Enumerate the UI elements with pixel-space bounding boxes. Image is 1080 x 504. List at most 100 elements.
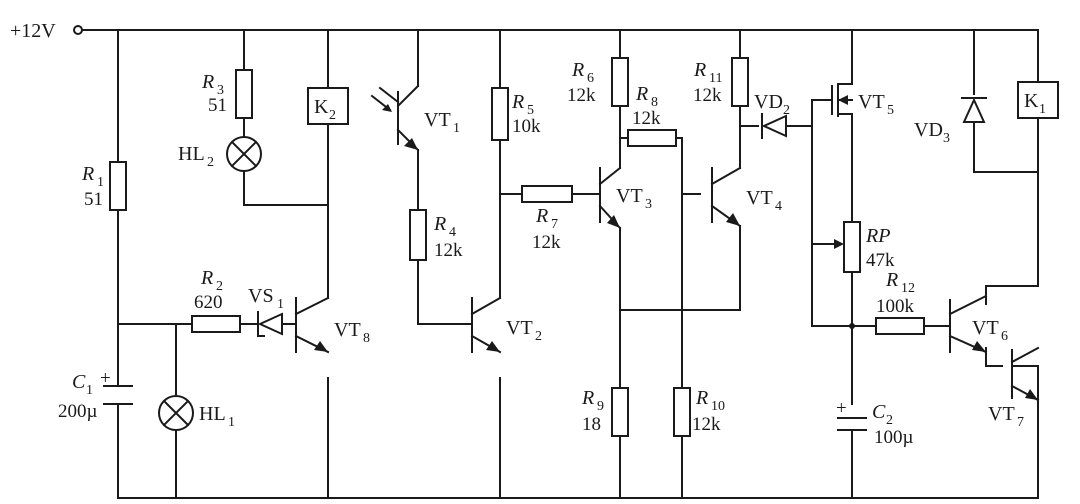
- k2-sub: 2: [329, 108, 336, 123]
- r7-ref: R: [535, 205, 548, 227]
- r10-sub: 10: [711, 399, 725, 414]
- vd2-sub: 2: [783, 103, 790, 118]
- resistor-r2: R 2 620: [191, 267, 241, 333]
- vs1-ref: VS: [248, 285, 274, 307]
- junction-dot: [849, 323, 855, 329]
- r6-value: 12k: [567, 85, 596, 106]
- r1-sub: 1: [97, 175, 104, 190]
- r2-sub: 2: [216, 279, 223, 294]
- vt3-ref: VT: [616, 185, 643, 207]
- transistor-vt6: VT 6: [948, 294, 1008, 354]
- r9-ref: R: [581, 387, 594, 409]
- zener-vs1: VS 1: [248, 285, 284, 337]
- r10-value: 12k: [692, 414, 721, 435]
- k1-ref: K: [1024, 90, 1039, 112]
- transistor-vt3: VT 3: [598, 166, 652, 230]
- transistor-vt8: VT 8: [294, 296, 370, 354]
- resistor-r7: R 7 12k: [521, 185, 573, 253]
- r8-value: 12k: [632, 108, 661, 129]
- resistor-r8: R 8 12k: [627, 83, 677, 147]
- resistor-r10: R 10 12k: [673, 387, 725, 437]
- hl1-ref: HL: [199, 403, 226, 425]
- vd3-ref: VD: [914, 119, 943, 141]
- vs1-sub: 1: [277, 297, 284, 312]
- r3-value: 51: [208, 95, 227, 116]
- resistor-r12: R 12 100k: [875, 269, 925, 335]
- vt1-ref: VT: [424, 109, 451, 131]
- r6-ref: R: [571, 59, 584, 81]
- resistor-r6: R 6 12k: [567, 57, 629, 107]
- vd2-ref: VD: [754, 91, 783, 113]
- vt5-sub: 5: [887, 103, 894, 118]
- capacitor-c1: C 1 + 200µ: [58, 368, 133, 422]
- vt7-sub: 7: [1017, 415, 1024, 430]
- r8-sub: 8: [651, 95, 658, 110]
- transistor-vt4: VT 4: [710, 166, 782, 228]
- vt2-sub: 2: [535, 329, 542, 344]
- resistor-r1: R 1 51: [81, 161, 127, 211]
- vt2-ref: VT: [506, 317, 533, 339]
- potentiometer-rp: RP 47k: [811, 221, 895, 273]
- c1-value: 200µ: [58, 401, 98, 422]
- r9-value: 18: [582, 414, 601, 435]
- hl2-ref: HL: [178, 143, 205, 165]
- r7-sub: 7: [551, 217, 558, 232]
- c2-plus: +: [836, 398, 847, 419]
- diode-vd3: VD 3: [914, 97, 987, 146]
- r8-ref: R: [635, 83, 648, 105]
- r5-ref: R: [511, 91, 524, 113]
- resistor-r11: R 11 12k: [693, 57, 749, 107]
- r1-value: 51: [84, 189, 103, 210]
- r3-sub: 3: [217, 83, 224, 98]
- transistor-vt7: VT 7: [988, 346, 1040, 430]
- r10-ref: R: [695, 387, 708, 409]
- vt6-ref: VT: [972, 317, 999, 339]
- capacitor-c2: + C 2 100µ: [836, 398, 914, 448]
- vt6-sub: 6: [1001, 329, 1008, 344]
- lamp-hl2: HL 2: [178, 136, 262, 172]
- k1-sub: 1: [1039, 102, 1046, 117]
- rp-ref: RP: [865, 225, 890, 247]
- vt8-sub: 8: [363, 331, 370, 346]
- vt7-ref: VT: [988, 403, 1015, 425]
- c1-ref: C: [72, 371, 86, 393]
- c2-value: 100µ: [874, 427, 914, 448]
- r4-ref: R: [433, 213, 446, 235]
- phototransistor-vt1: VT 1: [370, 84, 460, 152]
- c1-sub: 1: [86, 383, 93, 398]
- supply-terminal: +12V: [10, 20, 83, 42]
- r3-ref: R: [201, 71, 214, 93]
- r4-value: 12k: [434, 240, 463, 261]
- relay-k2: K 2: [307, 87, 349, 125]
- hl1-sub: 1: [228, 415, 235, 430]
- c2-sub: 2: [886, 413, 893, 428]
- hl2-sub: 2: [207, 155, 214, 170]
- diode-vd2: VD 2: [754, 91, 790, 139]
- r9-sub: 9: [597, 399, 604, 414]
- r5-sub: 5: [527, 103, 534, 118]
- supply-label: +12V: [10, 20, 56, 42]
- transistor-vt2: VT 2: [470, 296, 542, 354]
- r7-value: 12k: [532, 232, 561, 253]
- resistor-r4: R 4 12k: [409, 209, 463, 261]
- vt1-sub: 1: [453, 121, 460, 136]
- c1-plus: +: [100, 368, 111, 389]
- rp-value: 47k: [866, 250, 895, 271]
- r11-sub: 11: [709, 71, 722, 86]
- vd3-sub: 3: [943, 131, 950, 146]
- resistor-r5: R 5 10k: [491, 87, 541, 141]
- vt4-ref: VT: [746, 187, 773, 209]
- r11-ref: R: [693, 59, 706, 81]
- r11-value: 12k: [693, 85, 722, 106]
- r4-sub: 4: [449, 225, 456, 240]
- vt8-ref: VT: [334, 319, 361, 341]
- r1-ref: R: [81, 163, 94, 185]
- r12-sub: 12: [901, 281, 915, 296]
- lamp-hl1: HL 1: [158, 395, 235, 431]
- resistor-r9: R 9 18: [581, 387, 629, 437]
- r12-value: 100k: [876, 296, 915, 317]
- r12-ref: R: [885, 269, 898, 291]
- vt4-sub: 4: [775, 199, 782, 214]
- resistor-r3: R 3 51: [201, 69, 253, 119]
- mosfet-vt5: VT 5: [811, 83, 894, 118]
